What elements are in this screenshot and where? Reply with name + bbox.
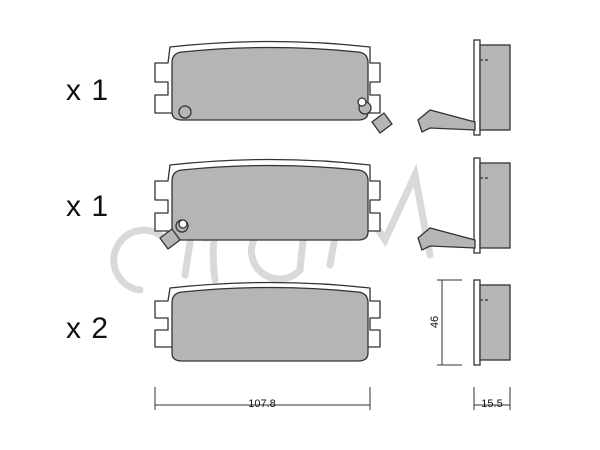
quantity-label-1: x 1 [66, 74, 110, 107]
dimension-thickness-label: 15.5 [481, 398, 502, 410]
brake-pad-plain [154, 281, 381, 362]
side-view-2 [417, 157, 511, 254]
dimension-height-label: 46 [429, 316, 441, 328]
quantity-label-2: x 1 [66, 190, 110, 223]
side-view-1 [417, 39, 511, 136]
dimension-length-label: 107.8 [248, 398, 276, 410]
dimension-height [437, 279, 462, 366]
brake-pad-front-with-sensor [154, 40, 393, 134]
brake-pad-rear-with-sensor [154, 158, 381, 250]
dimension-thickness [473, 387, 511, 410]
side-view-3 [473, 279, 511, 366]
quantity-label-3: x 2 [66, 312, 110, 345]
dimension-length [154, 387, 371, 410]
